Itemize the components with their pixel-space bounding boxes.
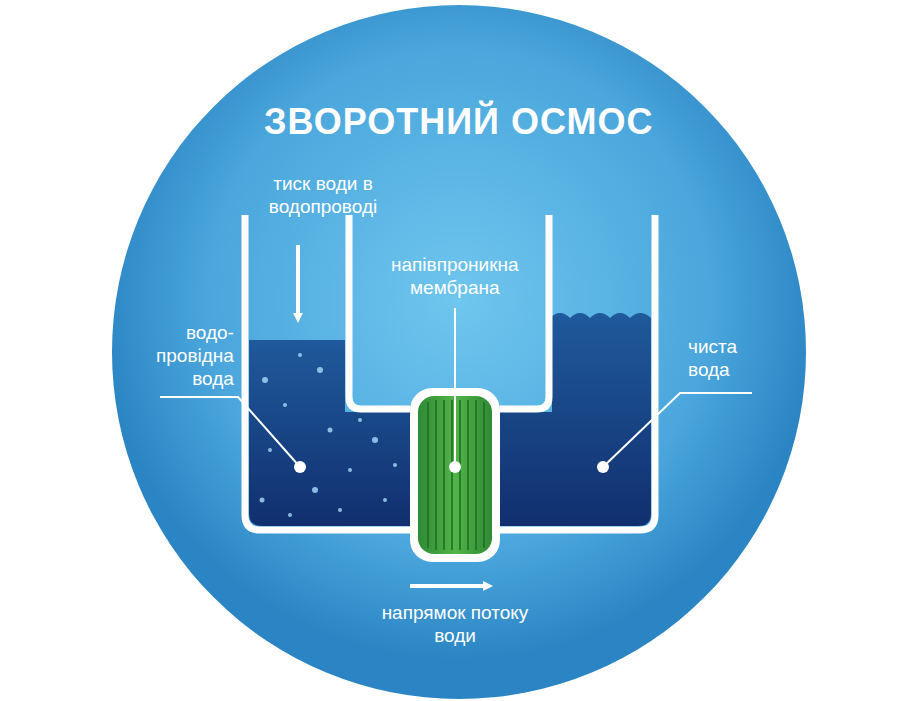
diagram-title: ЗВОРОТНИЙ ОСМОС — [264, 101, 653, 143]
bubbles — [260, 353, 398, 517]
clean-water — [498, 313, 651, 526]
pressure-label: тиск води в водопроводі — [238, 173, 408, 219]
clean-water-label: чиста вода — [688, 336, 737, 382]
membrane-label: напівпроникна мембрана — [391, 254, 519, 300]
leader-dots — [294, 461, 609, 473]
pressure-arrow — [296, 245, 300, 318]
tap-water-label: водо- провідна вода — [156, 322, 234, 390]
leader-lines — [160, 308, 752, 467]
tap-water — [249, 340, 412, 526]
vessel-inner-wall — [349, 215, 549, 409]
flow-label: напрямок потоку води — [365, 602, 545, 648]
flow-arrow — [410, 584, 488, 588]
background-circle — [112, 5, 806, 699]
